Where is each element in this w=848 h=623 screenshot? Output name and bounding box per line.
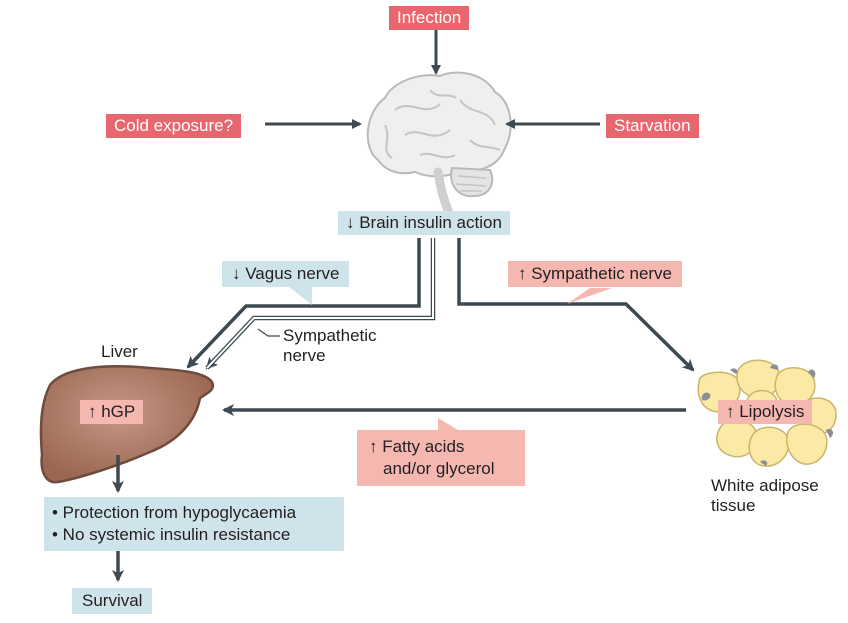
adipose-label-line2: tissue [711,496,756,515]
sympathetic-nerve-left-label-line1: Sympathetic [283,326,377,345]
leader-sympathetic-label [257,328,280,337]
vagus-callout-tail [288,286,312,305]
fatty-acids-line1: ↑ Fatty acids [369,437,465,456]
fatty-acids-label: ↑ Fatty acids and/or glycerol [357,430,525,486]
cold-exposure-label: Cold exposure? [106,114,242,138]
starvation-label: Starvation [606,114,699,138]
adipose-label-line1: White adipose [711,476,819,495]
sympathetic-nerve-right-label: ↑ Sympathetic nerve [508,261,683,287]
fatty-acids-callout-tail [438,418,458,430]
hgp-label: ↑ hGP [80,400,144,424]
brain-insulin-action-label: ↓ Brain insulin action [338,211,510,235]
brain-illustration [366,71,512,215]
sympathetic-nerve-left-label-line2: nerve [283,346,326,365]
vagus-nerve-label: ↓ Vagus nerve [222,261,350,287]
liver-illustration [39,365,215,484]
outcome-item-insulin-resistance: • No systemic insulin resistance [52,525,291,544]
outcomes-box: • Protection from hypoglycaemia • No sys… [44,497,344,551]
infection-label: Infection [389,6,470,30]
survival-label: Survival [72,588,153,614]
arrow-vagus-nerve [186,238,421,369]
outcome-item-hypoglycaemia: • Protection from hypoglycaemia [52,503,297,522]
arrow-sympathetic-adipose [457,238,695,372]
lipolysis-label: ↑ Lipolysis [718,400,813,424]
liver-label: Liver [101,342,138,361]
fatty-acids-line2: and/or glycerol [383,459,495,478]
sympathetic-callout-tail [567,288,612,304]
